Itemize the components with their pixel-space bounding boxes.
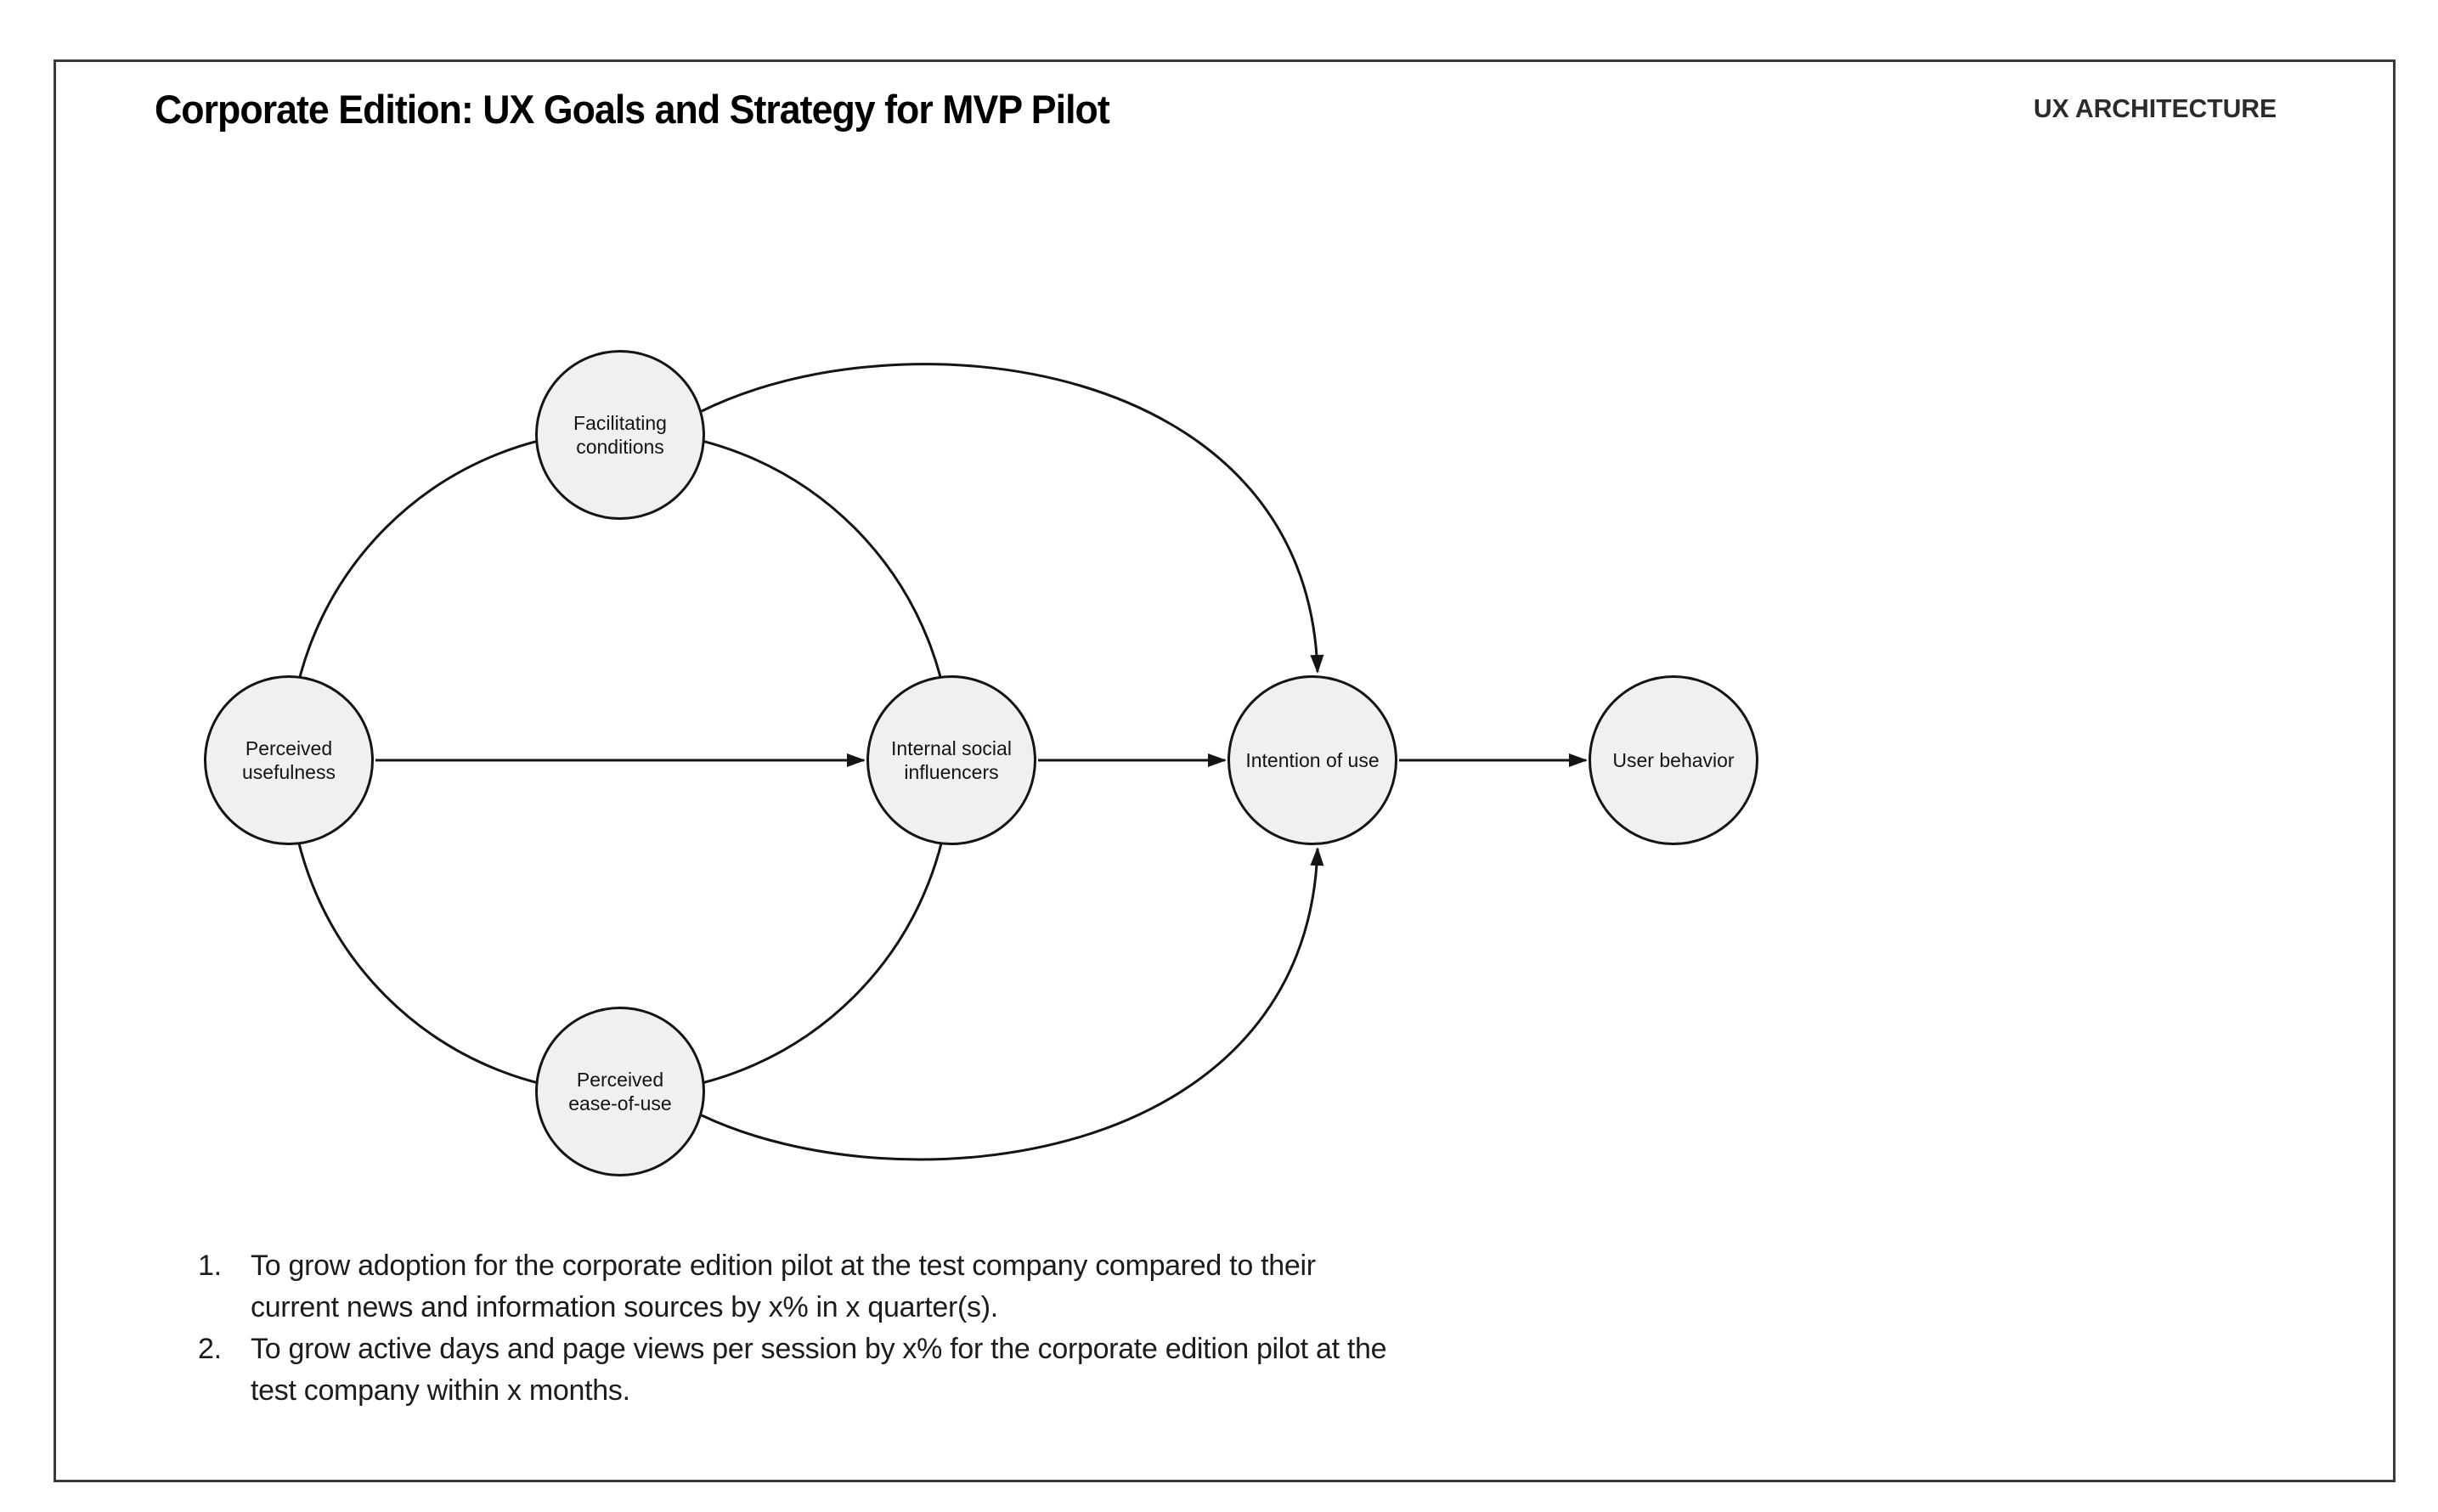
node-label: Perceived ease-of-use (568, 1069, 672, 1114)
node-facilitating-conditions: Facilitating conditions (535, 350, 705, 520)
goal-text: To grow active days and page views per s… (251, 1333, 1387, 1407)
edge-ease-to-intention (701, 847, 1324, 1161)
goal-item: 2. To grow active days and page views pe… (198, 1329, 1413, 1412)
node-label: Internal social influencers (891, 737, 1012, 783)
edge-facilitating-to-intention (701, 363, 1324, 674)
node-label: Facilitating conditions (573, 412, 667, 458)
node-perceived-ease-of-use: Perceived ease-of-use (535, 1007, 705, 1176)
node-user-behavior: User behavior (1589, 675, 1758, 845)
goal-number: 1. (198, 1250, 222, 1282)
goal-text: To grow adoption for the corporate editi… (251, 1250, 1316, 1323)
node-label: Intention of use (1245, 749, 1380, 771)
goal-item: 1. To grow adoption for the corporate ed… (198, 1245, 1413, 1329)
node-intention-of-use: Intention of use (1227, 675, 1397, 845)
node-internal-social-influencers: Internal social influencers (866, 675, 1036, 845)
node-label: User behavior (1612, 749, 1735, 771)
page-frame (54, 59, 2396, 1482)
edge-ring-arc (287, 429, 953, 1095)
node-perceived-usefulness: Perceived usefulness (204, 675, 374, 845)
goal-number: 2. (198, 1333, 222, 1365)
page-title: Corporate Edition: UX Goals and Strategy… (155, 87, 1110, 132)
node-label: Perceived usefulness (242, 737, 336, 783)
corner-label: UX ARCHITECTURE (2033, 93, 2277, 123)
goals-list: 1. To grow adoption for the corporate ed… (198, 1245, 1413, 1412)
